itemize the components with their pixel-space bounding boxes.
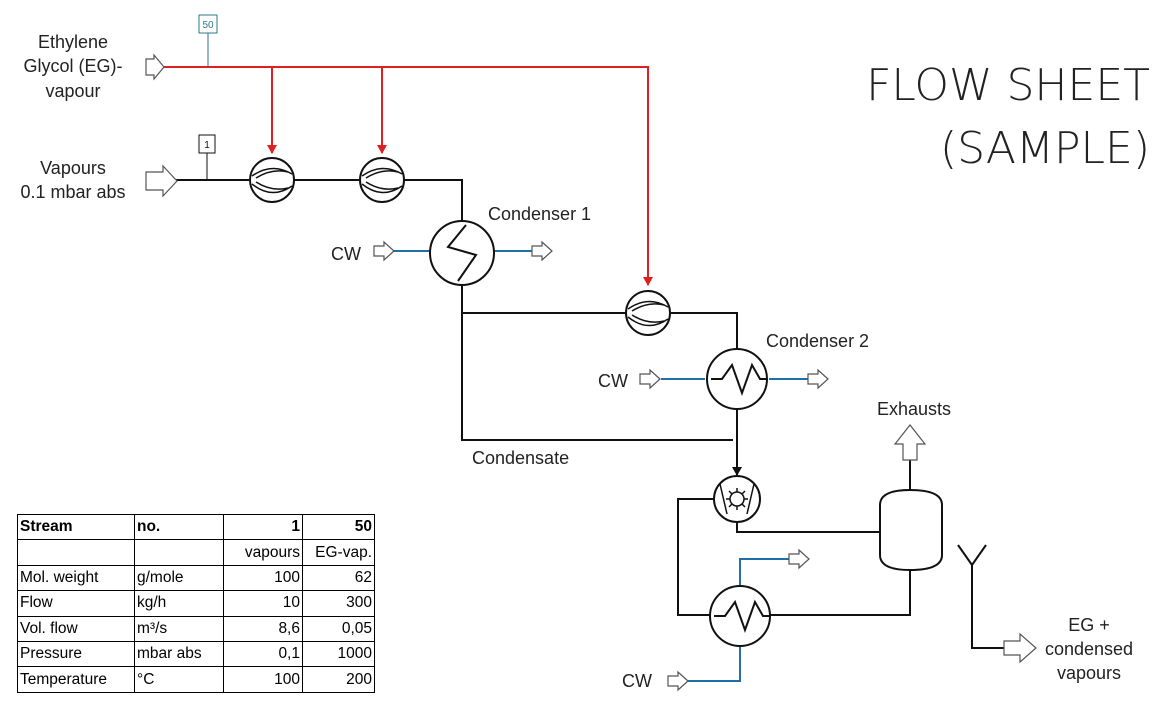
flow-arrows: [145, 53, 1037, 692]
labels: Ethylene Glycol (EG)- vapour Vapours 0.1…: [20, 32, 1133, 691]
cw-out-arrow-c2: [807, 368, 829, 390]
table-cell: 0,1: [223, 640, 303, 668]
table-cell: 1000: [302, 640, 375, 668]
table-cell: Pressure: [17, 640, 135, 668]
table-cell: vapours: [223, 539, 303, 566]
cw-label-3: CW: [622, 671, 652, 691]
table-header-cell: 1: [223, 513, 303, 541]
cw-label-1: CW: [331, 244, 361, 264]
table-cell: 200: [302, 666, 375, 693]
table-row: Vol. flow m³/s 8,6 0,05: [17, 615, 375, 642]
table-cell: [17, 539, 135, 566]
table-cell: °C: [134, 666, 224, 693]
table-cell: 100: [223, 666, 303, 693]
cw-label-2: CW: [598, 371, 628, 391]
table-cell: 100: [223, 564, 303, 592]
table-cell: g/mole: [134, 564, 224, 592]
cw-in-arrow-c2: [639, 368, 661, 390]
table-row: Temperature °C 100 200: [17, 666, 375, 693]
table-cell: 10: [223, 590, 303, 617]
table-cell: Flow: [17, 590, 135, 617]
exhaust-arrow: [893, 424, 927, 461]
cw-out-arrow-c3: [788, 548, 810, 570]
table-cell: 300: [302, 590, 375, 617]
cw-in-arrow-c1: [373, 240, 395, 262]
table-header-cell: no.: [134, 513, 224, 541]
ejector-3: [625, 290, 671, 336]
table-cell: 8,6: [223, 615, 303, 642]
table-row: Pressure mbar abs 0,1 1000: [17, 640, 375, 668]
table-cell: EG-vap.: [302, 539, 375, 566]
table-cell: 0,05: [302, 615, 375, 642]
eg-label-3: vapour: [45, 81, 100, 101]
stream-data-table: Stream no. 1 50 vapours EG-vap. Mol. wei…: [17, 513, 375, 693]
outlet-label-3: vapours: [1057, 663, 1121, 683]
condenser-2-label: Condenser 2: [766, 331, 869, 351]
separator-vessel: [879, 488, 943, 572]
condenser-1: [429, 220, 495, 286]
ejector-2: [359, 157, 405, 203]
outlet-label-2: condensed: [1045, 639, 1133, 659]
table-header-cell: 50: [302, 513, 375, 541]
title-line-1: FLOW SHEET: [866, 60, 1150, 111]
condenser-1-label: Condenser 1: [488, 204, 591, 224]
cw-out-arrow-c1: [531, 240, 553, 262]
steam-lines: [164, 66, 653, 286]
eg-label-2: Glycol (EG)-: [24, 56, 123, 76]
table-cell: 62: [302, 564, 375, 592]
table-cell: Vol. flow: [17, 615, 135, 642]
eg-inlet-arrow: [145, 53, 165, 81]
exhausts-label: Exhausts: [877, 399, 951, 419]
vapours-label-2: 0.1 mbar abs: [20, 182, 125, 202]
title-line-2: (SAMPLE): [940, 123, 1150, 174]
table-cell: kg/h: [134, 590, 224, 617]
table-header-cell: Stream: [17, 513, 135, 541]
process-lines: [176, 179, 1004, 649]
cw-in-arrow-c3: [667, 670, 689, 692]
table-header-row: Stream no. 1 50: [17, 513, 375, 541]
table-cell: mbar abs: [134, 640, 224, 668]
outlet-label-1: EG +: [1068, 615, 1110, 635]
table-row: vapours EG-vap.: [17, 539, 375, 566]
eg-label-1: Ethylene: [38, 32, 108, 52]
vacuum-pump: [713, 475, 761, 523]
condenser-3: [709, 585, 771, 647]
table-row: Flow kg/h 10 300: [17, 590, 375, 617]
vapours-label-1: Vapours: [40, 158, 106, 178]
table-cell: Temperature: [17, 666, 135, 693]
table-cell: [134, 539, 224, 566]
stream-tag-50: [198, 14, 218, 34]
stream-tag-50-label: 50: [202, 20, 214, 31]
table-row: Mol. weight g/mole 100 62: [17, 564, 375, 592]
vapour-inlet-arrow: [145, 164, 178, 198]
ejector-1: [249, 157, 295, 203]
condenser-2: [706, 348, 768, 410]
stream-tag-1: [198, 134, 216, 154]
cooling-water-lines: [393, 250, 808, 682]
table-cell: m³/s: [134, 615, 224, 642]
condensate-label: Condensate: [472, 448, 569, 468]
stream-tag-1-label: 1: [204, 140, 210, 151]
product-outlet-arrow: [1003, 632, 1037, 664]
table-cell: Mol. weight: [17, 564, 135, 592]
